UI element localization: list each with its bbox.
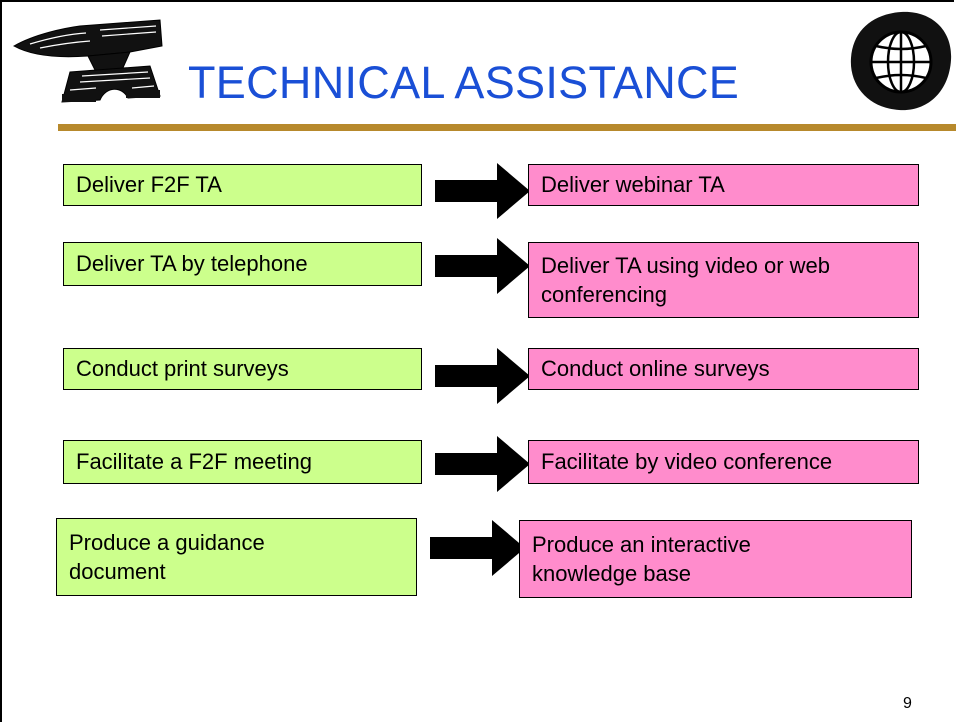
new-practice-text: Deliver webinar TA [541,172,725,198]
new-practice-box: Produce an interactive knowledge base [519,520,912,598]
right-arrow-icon [435,238,530,294]
new-practice-box: Deliver webinar TA [528,164,919,206]
new-practice-text: Produce an interactive knowledge base [532,531,751,586]
title-rule [58,124,956,131]
new-practice-box: Conduct online surveys [528,348,919,390]
current-practice-box: Conduct print surveys [63,348,422,390]
slide-title: TECHNICAL ASSISTANCE [188,57,740,108]
new-practice-box: Facilitate by video conference [528,440,919,484]
new-practice-text: Conduct online surveys [541,356,770,382]
current-practice-text: Deliver F2F TA [76,172,222,198]
anvil-icon [12,19,163,103]
page-number: 9 [903,695,912,712]
current-practice-text: Facilitate a F2F meeting [76,449,312,475]
current-practice-box: Facilitate a F2F meeting [63,440,422,484]
right-arrow-icon [430,520,525,576]
right-arrow-icon [435,348,530,404]
current-practice-box: Deliver TA by telephone [63,242,422,286]
current-practice-text: Produce a guidance document [69,529,265,584]
current-practice-box: Produce a guidance document [56,518,417,596]
current-practice-text: Deliver TA by telephone [76,251,308,277]
right-arrow-icon [435,436,530,492]
current-practice-box: Deliver F2F TA [63,164,422,206]
right-arrow-icon [435,163,530,219]
current-practice-text: Conduct print surveys [76,356,289,382]
new-practice-box: Deliver TA using video or web conferenci… [528,242,919,318]
new-practice-text: Deliver TA using video or web conferenci… [541,252,830,307]
globe-icon [850,11,952,111]
new-practice-text: Facilitate by video conference [541,449,833,475]
